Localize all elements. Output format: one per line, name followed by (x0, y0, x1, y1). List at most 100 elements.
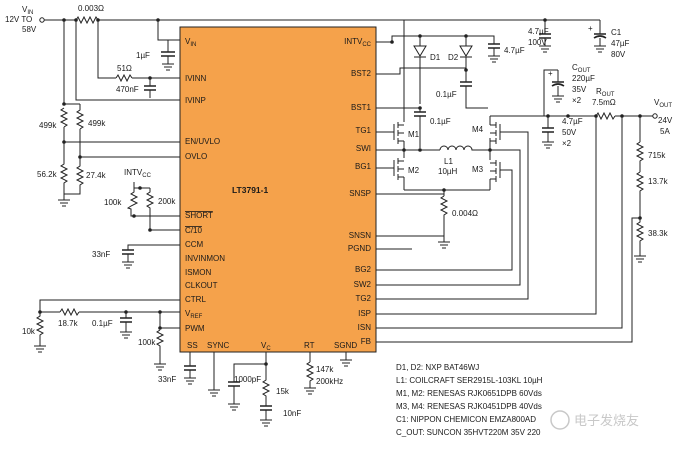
pin-vin: VIN (185, 37, 196, 48)
cout2-4p7-value: 4.7µF (562, 117, 583, 126)
d1-diode (413, 36, 427, 104)
pin-pgnd: PGND (348, 244, 371, 253)
c-33n-b-cap (184, 365, 196, 371)
c-4p7-intv-wire (480, 35, 495, 44)
pin-clkout: CLKOUT (185, 281, 218, 290)
pin-sw2: SW2 (354, 280, 372, 289)
cout2-50v-value: 50V (562, 128, 577, 137)
r-147k-value: 147k (316, 365, 334, 374)
bg2-wire (376, 169, 513, 271)
pin-short: SHORT (185, 211, 213, 220)
pin-rt: RT (304, 341, 315, 350)
r-13p7k-resistor (635, 171, 645, 218)
c1-47-value: 47µF (611, 39, 630, 48)
intvcc-pullups: INTVCC 100k 200k 33nF (92, 168, 180, 269)
c-in-4p7-value: 4.7µF (528, 27, 549, 36)
d2-diode (459, 36, 473, 70)
fb-gnd (634, 255, 646, 263)
ovlo-wire (79, 129, 180, 158)
output-section: COUT 220µF 35V ×2 + 4.7µF 50V ×2 ROUT 7.… (376, 63, 673, 343)
c-33n-a-gnd (122, 254, 134, 269)
c1-cap (593, 33, 607, 39)
c-4p7-intv-value: 4.7µF (504, 46, 525, 55)
m1-mosfet (393, 122, 405, 150)
r-sense-in-resistor (75, 15, 99, 25)
r-0p004-value: 0.004Ω (452, 209, 478, 218)
cin-wire (525, 19, 601, 34)
pin-ccm: CCM (185, 240, 204, 249)
sgnd-wire (340, 352, 352, 367)
bootstrap-section: 4.7µF D1 D2 0.1µF 0.1µF (376, 34, 525, 148)
pin-ss: SS (187, 341, 198, 350)
pin-ivinp: IVINP (185, 96, 206, 105)
watermark-text: 电子发烧友 (574, 413, 639, 428)
r-147k-resistor (305, 361, 315, 388)
cout2-cap (542, 127, 554, 133)
r-200k-value: 200k (158, 197, 176, 206)
c-33n-b-value: 33nF (158, 375, 176, 384)
cout-plus: + (548, 69, 553, 78)
pin-pwm: PWM (185, 324, 205, 333)
l1-label: L1 (444, 157, 453, 166)
l1-inductor (439, 145, 490, 151)
vc-wire (233, 352, 267, 382)
fb-wire (376, 217, 640, 343)
d1-label: D1 (430, 53, 441, 62)
pin-vc: VC (261, 341, 271, 352)
pin-invinmon: INVINMON (185, 254, 225, 263)
pin-isp: ISP (358, 309, 371, 318)
r-sense-in-value: 0.003Ω (78, 4, 104, 13)
bottom-section: 33nF 1000pF 15k 10nF 147k 200kHz (158, 352, 352, 427)
c-1u-gnd (162, 56, 174, 71)
c-33n-a-wire (127, 244, 180, 250)
r-499k-a-resistor (59, 107, 69, 128)
pin-isn: ISN (358, 323, 372, 332)
intvcc-out-wire (376, 35, 480, 43)
c-in-4p7-gnd (539, 38, 551, 53)
note-line-4: M3, M4: RENESAS RJK0451DPB 40Vds (396, 402, 542, 411)
pin-fb: FB (361, 337, 371, 346)
vin-range-line1: 12V TO (5, 15, 32, 24)
vin-terminal (39, 17, 45, 23)
pin-bg1: BG1 (355, 162, 372, 171)
note-line-5: C1: NIPPON CHEMICON EMZA800AD (396, 415, 536, 424)
pin-en-uvlo: EN/UVLO (185, 137, 220, 146)
r-147k-gnd (304, 387, 316, 395)
r-10k-value: 10k (22, 327, 36, 336)
c-0p1-bst1-cap (414, 111, 426, 117)
watermark: 电子发烧友 (550, 410, 639, 430)
r-15k-resistor (261, 364, 271, 406)
c-0p1-bst1-value: 0.1µF (430, 117, 451, 126)
r-56k-resistor (59, 142, 69, 194)
bst2-cap-wire (465, 86, 488, 109)
r-499k-b-value: 499k (88, 119, 106, 128)
vout-current: 5A (660, 127, 670, 136)
rout-value: 7.5mΩ (592, 98, 616, 107)
cout-top-wire (543, 69, 558, 116)
r-18k-value: 18.7k (58, 319, 79, 328)
sense-node-wire (404, 189, 490, 196)
intvcc-left-label: INTVCC (124, 168, 152, 179)
isn-wire (376, 116, 623, 329)
note-line-6: C_OUT: SUNCON 35HVT220M 35V 220 (396, 428, 541, 437)
c-470n-cap (144, 85, 156, 91)
chip-name: LT3791-1 (232, 185, 268, 195)
sync-wire (208, 352, 220, 397)
chip-pins-bottom: SS SYNC VC RT SGND (187, 341, 357, 352)
c-10n-cap (260, 405, 272, 411)
d2-label: D2 (448, 53, 459, 62)
c1-80v-value: 80V (611, 50, 626, 59)
en-uvlo-wire (63, 127, 180, 143)
pin-c10: C/10 (185, 226, 202, 235)
watermark-logo-icon (550, 410, 570, 430)
c-0p1-ref-cap (120, 317, 132, 323)
pin-bg2: BG2 (355, 265, 372, 274)
c1-label: C1 (611, 28, 622, 37)
isp-wire (376, 116, 597, 315)
pin-ivinn: IVINN (185, 74, 207, 83)
pin-ctrl: CTRL (185, 295, 206, 304)
r-499k-b-resistor (75, 104, 85, 130)
r-27k-resistor (64, 157, 85, 195)
pin-ismon: ISMON (185, 268, 211, 277)
r-38p3k-value: 38.3k (648, 229, 669, 238)
